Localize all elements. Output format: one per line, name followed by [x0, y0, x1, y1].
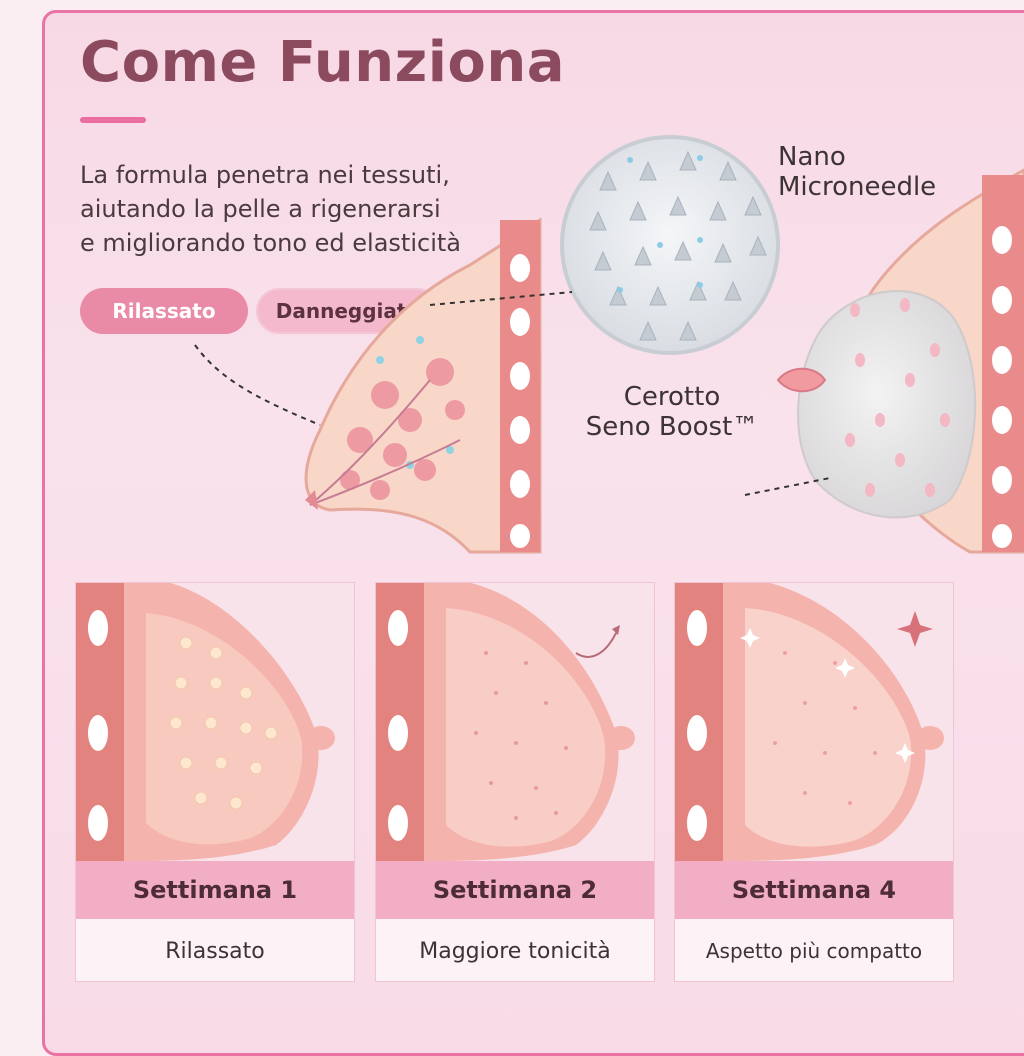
label-boost-patch: Cerotto Seno Boost™ [572, 382, 772, 442]
description-line-1: La formula penetra nei tessuti, [80, 161, 450, 189]
stage-card-week-1: Settimana 1 Rilassato [75, 582, 355, 982]
stage-caption-4: Aspetto più compatto [705, 939, 923, 963]
page-title: Come Funziona [80, 30, 566, 95]
stage-image-week-1 [76, 583, 354, 861]
stage-week-label-1: Settimana 1 [76, 861, 354, 919]
label-patch-line-2: Seno Boost™ [585, 412, 759, 442]
microneedle-disc-illustration [560, 135, 780, 355]
stage-week-label-2: Settimana 2 [376, 861, 654, 919]
label-nano-line-1: Nano [778, 142, 846, 172]
label-patch-line-1: Cerotto [623, 382, 721, 412]
label-nano-line-2: Microneedle [778, 172, 937, 202]
stage-card-week-4: Settimana 4 Aspetto più compatto [674, 582, 954, 982]
description-line-3: e migliorando tono ed elasticità [80, 229, 461, 257]
stage-image-week-2 [376, 583, 654, 861]
stage-image-week-4 [675, 583, 953, 861]
stage-caption-1: Rilassato [165, 938, 265, 964]
breast-cross-section-left [304, 217, 542, 554]
connector-lines [194, 291, 831, 496]
description-line-2: aiutando la pelle a rigenerarsi [80, 195, 441, 223]
boost-patch-illustration [776, 290, 977, 519]
stage-card-week-2: Settimana 2 Maggiore tonicità [375, 582, 655, 982]
stage-caption-2: Maggiore tonicità [419, 938, 611, 964]
label-nano-microneedle: Nano Microneedle [778, 142, 936, 202]
stage-week-label-4: Settimana 4 [675, 861, 953, 919]
illustration-top [194, 135, 1024, 554]
description: La formula penetra nei tessuti, aiutando… [80, 158, 510, 260]
tag-relaxed: Rilassato [80, 288, 248, 334]
title-underline [80, 117, 146, 123]
